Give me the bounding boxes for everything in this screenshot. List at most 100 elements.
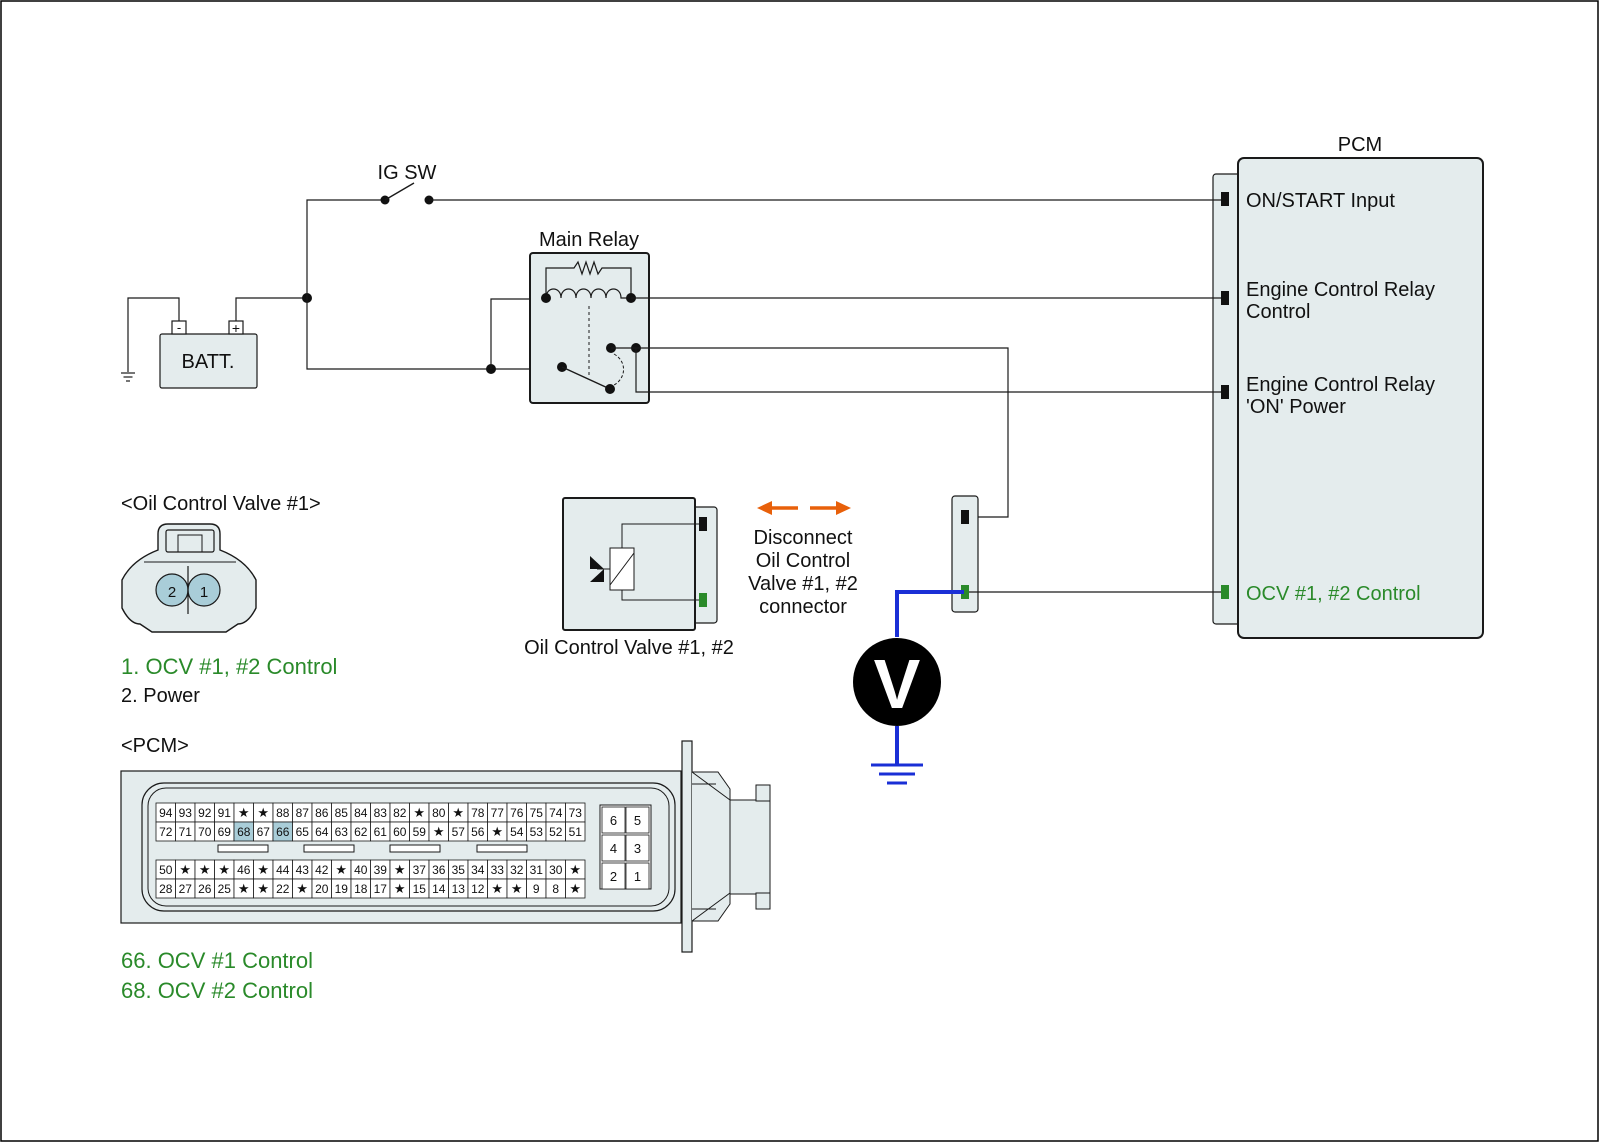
pcm-pin-label: 14 <box>432 882 446 896</box>
pcm-pin-label: 51 <box>569 825 583 839</box>
pcm-pin-label: 64 <box>315 825 329 839</box>
pcm-pin-ecr-control <box>1221 291 1229 305</box>
wire-to-ig-sw <box>306 199 384 298</box>
pcm-small-pin-label: 6 <box>610 813 617 828</box>
pcm-pin-label: ★ <box>238 805 250 820</box>
pcm-pin-label: ★ <box>257 805 269 820</box>
ocv-pin-control <box>699 593 707 607</box>
pcm-small-pin-label: 5 <box>634 813 641 828</box>
pcm-small-pin-cell <box>601 806 626 834</box>
pcm-pin-label: 15 <box>413 882 427 896</box>
pcm-small-pin-label: 2 <box>610 869 617 884</box>
battery-terminal-minus-label: - <box>177 320 181 335</box>
battery-label: BATT. <box>182 351 235 373</box>
pcm-pin-label: 77 <box>491 806 505 820</box>
pcm-pin-label: 67 <box>257 825 271 839</box>
text-line: Oil Control <box>756 550 850 572</box>
pcm-connector-key <box>389 844 441 853</box>
meter-probe-wire <box>895 590 964 637</box>
ocv-component-label: Oil Control Valve #1, #2 <box>524 637 734 659</box>
ig-switch-blade <box>384 182 415 201</box>
pcm-pin-label: ★ <box>433 824 445 839</box>
pcm-pin-label: 65 <box>296 825 310 839</box>
pcm-pin-label: ★ <box>569 881 581 896</box>
pcm-pin-label: 43 <box>296 863 310 877</box>
pcm-pin-label: 19 <box>335 882 349 896</box>
pcm-connector-lever-detail <box>691 771 731 922</box>
pcm-small-pin-cell <box>625 834 650 862</box>
pcm-pin-label: ★ <box>179 862 191 877</box>
ocv-connector-pin-label: 1 <box>200 584 208 601</box>
pcm-pin-label: 94 <box>159 806 173 820</box>
pcm-pin-label: 75 <box>530 806 544 820</box>
relay-diode-arc <box>611 353 624 387</box>
pcm-pin-label: 35 <box>452 863 466 877</box>
ocv-connector-latch-inner <box>177 534 203 553</box>
pcm-pin-label: ★ <box>257 862 269 877</box>
pcm-pin-label: 60 <box>393 825 407 839</box>
voltmeter: V <box>853 638 941 726</box>
pcm-connector-title: <PCM> <box>121 735 189 757</box>
pcm-connector-shroud-inner <box>147 787 670 907</box>
pcm-pin-on-start <box>1221 192 1229 206</box>
battery-body <box>159 333 258 389</box>
pcm-pin-label: 17 <box>374 882 388 896</box>
voltmeter-symbol: V <box>874 645 921 723</box>
pcm-pin-label: 78 <box>471 806 485 820</box>
meter-ground-icon <box>871 763 923 785</box>
ocv-connector-face: 2 1 <box>121 523 257 633</box>
pcm-legend-68: 68. OCV #2 Control <box>121 978 313 1003</box>
wire-to-main-relay <box>306 298 562 370</box>
pcm-pin-label: 71 <box>179 825 193 839</box>
text-line: Disconnect <box>754 527 853 549</box>
pcm-pin-ocv-control-label: OCV #1, #2 Control <box>1246 583 1421 605</box>
pcm-pin-label: 93 <box>179 806 193 820</box>
pcm-pin-label: 40 <box>354 863 368 877</box>
pcm-pin-label: 85 <box>335 806 349 820</box>
pcm-title: PCM <box>1338 134 1382 156</box>
pcm-pin-label: 27 <box>179 882 193 896</box>
pcm-body <box>1237 157 1484 639</box>
pcm-pin-label: 61 <box>374 825 388 839</box>
pcm-small-pin-cell <box>625 862 650 890</box>
ocv-component: Oil Control Valve #1, #2 <box>524 497 734 659</box>
pcm-connector-latch-tab <box>755 892 771 910</box>
pcm-pin-label: 50 <box>159 863 173 877</box>
pcm-pin-label: 44 <box>276 863 290 877</box>
pcm-pin-label: 66 <box>276 825 290 839</box>
ig-switch: IG SW <box>378 162 437 205</box>
pcm-pin-label: 76 <box>510 806 524 820</box>
pcm-pin-label: 18 <box>354 882 368 896</box>
ocv-connector-latch <box>165 529 215 553</box>
pcm-pin-label: ★ <box>452 805 464 820</box>
pcm-pin-label: 9 <box>533 882 540 896</box>
wire-relay-coil-feed <box>490 298 546 369</box>
pcm-pin-label: 26 <box>198 882 212 896</box>
harness-pin-power <box>961 510 969 524</box>
pcm-small-pin-cell <box>601 834 626 862</box>
pcm-pin-label: 36 <box>432 863 446 877</box>
pcm-pin-label: ★ <box>394 881 406 896</box>
pcm-connector-key <box>476 844 528 853</box>
pcm-pin-label: 12 <box>471 882 485 896</box>
text-line: Valve #1, #2 <box>748 573 858 595</box>
pcm-pin-label: 30 <box>549 863 563 877</box>
ocv-connector-housing <box>121 523 257 633</box>
relay-contact <box>605 384 615 394</box>
relay-coil-terminal <box>541 293 551 303</box>
pcm-pin-label: 87 <box>296 806 310 820</box>
pcm-pin-label: 73 <box>569 806 583 820</box>
pcm-pin-label: ★ <box>413 805 425 820</box>
ocv-legend-1: 1. OCV #1, #2 Control <box>121 654 337 679</box>
pcm-pin-label: 57 <box>452 825 466 839</box>
pcm-pin-label: 83 <box>374 806 388 820</box>
valve-icon <box>590 556 604 582</box>
ocv-internal-wire <box>621 523 699 557</box>
pcm-pin-ecr-on-power-label: Engine Control Relay'ON' Power <box>1246 374 1435 418</box>
pcm-pin-label: 92 <box>198 806 212 820</box>
pcm-pin-label: ★ <box>491 881 503 896</box>
